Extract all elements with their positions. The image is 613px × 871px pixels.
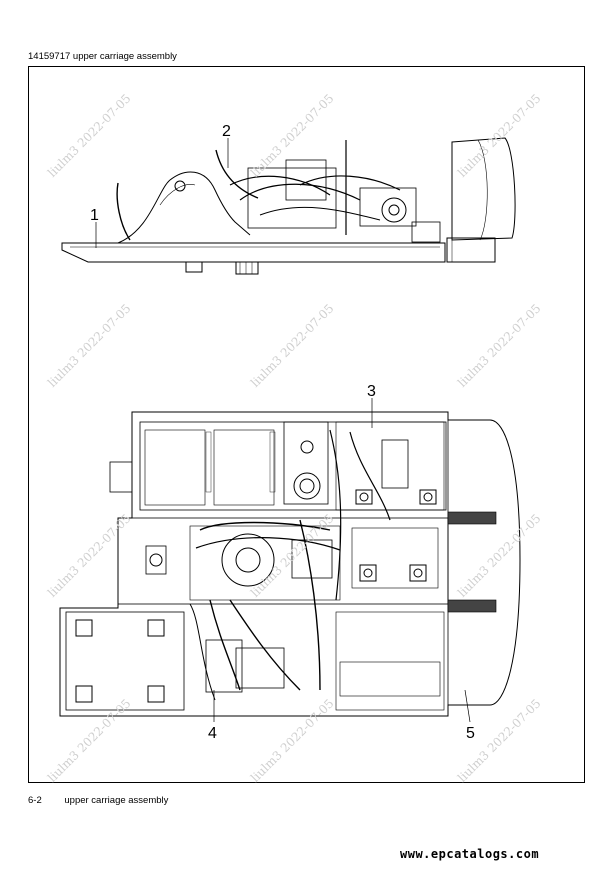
callout-4: 4 [208,725,217,742]
callout-2: 2 [222,123,231,140]
footer-title: upper carriage assembly [64,795,169,806]
drawing-frame [28,66,585,783]
callout-5: 5 [466,725,475,742]
page-footer: 6-2 upper carriage assembly [28,795,168,806]
callout-3: 3 [367,383,376,400]
page-header: 14159717 upper carriage assembly [28,51,177,62]
page-number: 6-2 [28,795,42,806]
top-view [59,398,521,723]
site-link[interactable]: www.epcatalogs.com [400,847,540,861]
callout-1: 1 [90,207,99,224]
side-view [61,137,516,275]
